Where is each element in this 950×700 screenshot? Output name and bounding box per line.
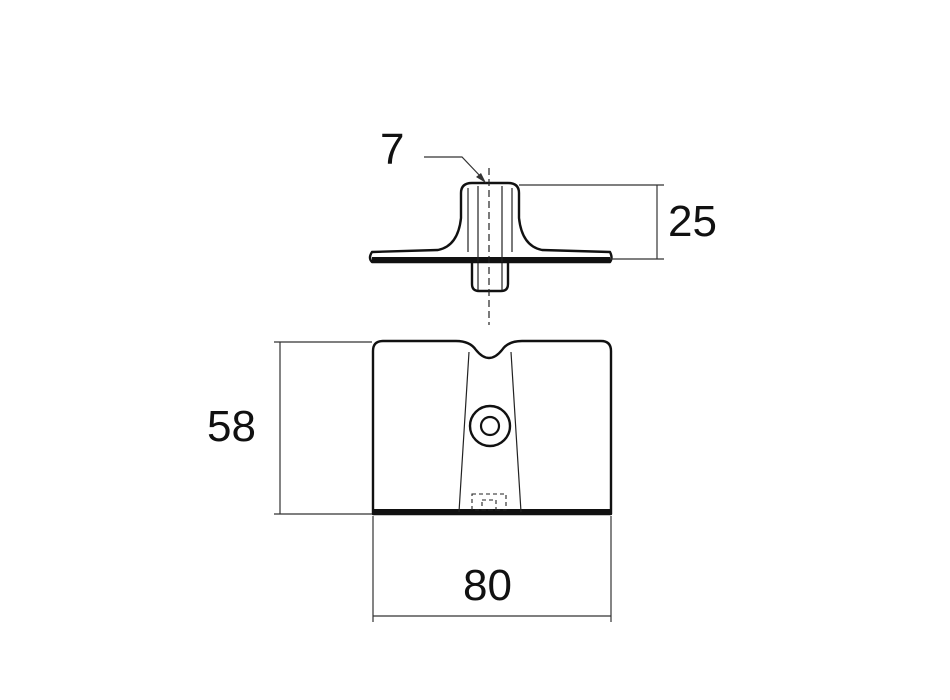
side-view-bolt-hidden	[477, 186, 503, 262]
side-view	[368, 168, 613, 325]
block-width-dimension: 80	[372, 516, 612, 622]
block-height-label: 58	[207, 402, 256, 451]
bolt-diameter-leader	[424, 156, 483, 179]
mounting-hole-outer	[468, 404, 512, 448]
side-view-bolt-threads	[477, 263, 503, 290]
front-view-hidden-pocket	[471, 493, 507, 511]
front-view	[371, 339, 613, 516]
side-view-flange	[368, 181, 613, 264]
bolt-diameter-label: 7	[380, 125, 404, 174]
side-height-label: 25	[668, 197, 717, 246]
side-view-bolt-stub	[470, 263, 510, 293]
side-height-dimension: 25	[519, 184, 717, 260]
block-height-dimension: 58	[207, 341, 372, 515]
front-view-block	[371, 339, 613, 516]
side-view-plate-edge	[372, 257, 610, 263]
front-view-base-edge	[373, 509, 611, 515]
side-view-boss-inner	[467, 188, 513, 252]
bolt-diameter-dimension: 7	[380, 125, 486, 183]
mounting-hole-inner	[479, 415, 501, 437]
front-view-hidden-bolt	[481, 499, 497, 511]
front-view-channel	[458, 351, 522, 513]
block-width-label: 80	[463, 561, 512, 610]
bolt-diameter-arrow	[476, 173, 486, 183]
